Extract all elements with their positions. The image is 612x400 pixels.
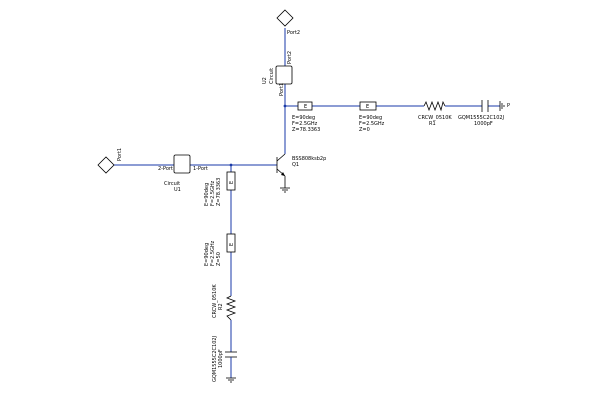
resistor-r1-part: CRCW_0510K bbox=[418, 115, 452, 121]
u1-name: Circuit bbox=[164, 181, 180, 187]
u1-pin-right: 1-Port bbox=[193, 166, 208, 172]
tline-top-1[interactable]: E E=90deg F=2.5GHz Z=78.3363 bbox=[292, 101, 320, 133]
ground-top-label: P bbox=[507, 103, 510, 109]
tline-vert-2-e: E=90deg bbox=[204, 243, 210, 266]
tline-vert-1[interactable]: E E=90deg F=2.5GHz Z=78.3363 bbox=[204, 171, 236, 206]
tline-top-2[interactable]: E E=90deg F=2.5GHz Z=0 bbox=[359, 101, 385, 133]
u2-name: U2 bbox=[262, 77, 268, 84]
junction-node-drain bbox=[283, 104, 287, 108]
port2-label: Port2 bbox=[287, 30, 300, 36]
tline-top-2-marker: E bbox=[366, 104, 369, 110]
resistor-r1-ref: R1 bbox=[429, 121, 436, 127]
circuit-u2[interactable]: U2 Circuit Port2 Port1 bbox=[262, 51, 293, 96]
tline-top-1-marker: E bbox=[304, 104, 307, 110]
tline-vert-1-f: F=2.5GHz bbox=[210, 180, 216, 206]
port2[interactable]: Port2 bbox=[276, 9, 300, 36]
tline-vert-1-e: E=90deg bbox=[204, 183, 210, 206]
junction-node-base bbox=[229, 163, 233, 167]
capacitor-vert-value: 1000pF bbox=[218, 349, 224, 368]
ground-bottom bbox=[226, 377, 236, 383]
tline-top-2-e: E=90deg bbox=[359, 115, 382, 121]
ground-transistor bbox=[280, 184, 290, 193]
tline-top-2-z: Z=0 bbox=[359, 127, 370, 133]
tline-vert-2-z: Z=50 bbox=[216, 252, 222, 266]
capacitor-top-part: GQM1555C2C102J bbox=[458, 115, 504, 121]
port1-label: Port1 bbox=[117, 148, 123, 161]
tline-vert-2-marker: E bbox=[229, 243, 235, 246]
port1[interactable]: Port1 bbox=[97, 148, 123, 174]
ground-top-right: P bbox=[499, 101, 510, 111]
tline-top-1-z: Z=78.3363 bbox=[292, 127, 320, 133]
capacitor-vert-part: GQM1555C2C102J bbox=[212, 336, 218, 382]
resistor-r2-part: CRCW_0510K bbox=[212, 284, 218, 318]
tline-vert-2[interactable]: E E=90deg F=2.5GHz Z=50 bbox=[204, 233, 236, 266]
transistor-part: BSS808ksb2p bbox=[292, 156, 326, 162]
resistor-r1[interactable]: CRCW_0510K R1 bbox=[418, 100, 452, 127]
u2-type: Circuit bbox=[269, 68, 275, 84]
capacitor-vert[interactable]: GQM1555C2C102J 1000pF bbox=[212, 336, 237, 382]
u1-id: U1 bbox=[174, 187, 181, 193]
transistor-q1[interactable]: BSS808ksb2p Q1 bbox=[276, 153, 326, 184]
tline-top-1-e: E=90deg bbox=[292, 115, 315, 121]
capacitor-top[interactable]: GQM1555C2C102J 1000pF bbox=[458, 100, 504, 127]
u2-pin-top: Port2 bbox=[287, 51, 293, 64]
wire-network bbox=[114, 28, 500, 352]
circuit-u1[interactable]: 2-Port 1-Port Circuit U1 bbox=[158, 154, 208, 193]
u1-pin-left: 2-Port bbox=[158, 166, 173, 172]
resistor-r2-ref: R2 bbox=[218, 303, 224, 310]
tline-vert-1-marker: E bbox=[229, 181, 235, 184]
capacitor-top-value: 1000pF bbox=[474, 121, 493, 127]
tline-vert-2-f: F=2.5GHz bbox=[210, 240, 216, 266]
resistor-r2[interactable]: CRCW_0510K R2 bbox=[212, 284, 237, 321]
tline-top-1-f: F=2.5GHz bbox=[292, 121, 318, 127]
tline-top-2-f: F=2.5GHz bbox=[359, 121, 385, 127]
tline-vert-1-z: Z=78.3363 bbox=[216, 178, 222, 206]
transistor-ref: Q1 bbox=[292, 162, 299, 168]
u2-pin-bottom: Port1 bbox=[279, 83, 285, 96]
